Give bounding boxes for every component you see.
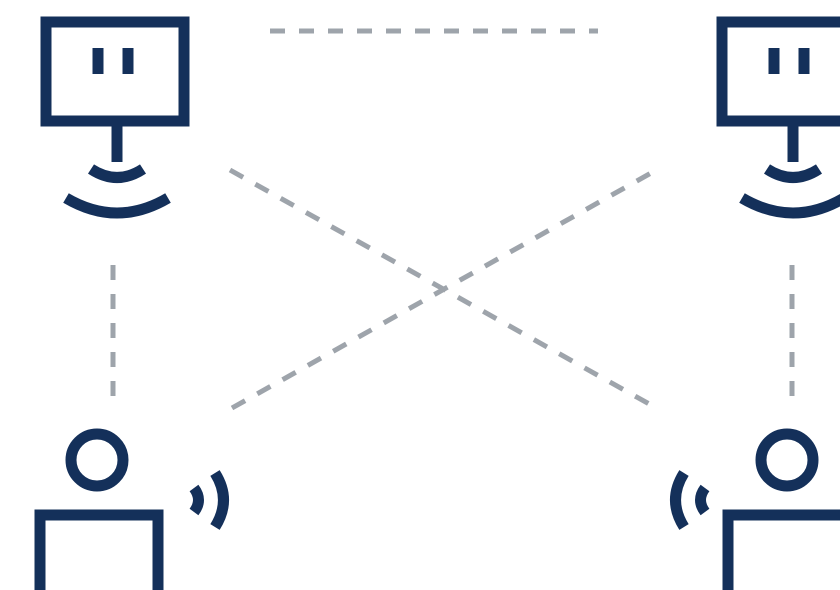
terminal-broadcast-icon bbox=[40, 16, 190, 219]
person-shoulders bbox=[34, 509, 164, 590]
monitor-screen bbox=[40, 16, 190, 127]
signal-wave-outer bbox=[63, 193, 171, 219]
person-head bbox=[755, 428, 819, 492]
signal-wave-inner bbox=[763, 164, 823, 183]
speech-wave-inner bbox=[189, 484, 204, 516]
monitor-screen bbox=[716, 16, 840, 127]
signal-wave-outer bbox=[739, 193, 840, 219]
signal-wave-inner bbox=[87, 164, 147, 183]
person-shoulders bbox=[722, 509, 840, 590]
person-speaking-icon bbox=[670, 428, 840, 590]
connection-diagonal-up bbox=[230, 165, 662, 411]
speech-wave-outer bbox=[210, 470, 229, 530]
speech-wave-outer bbox=[670, 470, 689, 530]
speech-wave-inner bbox=[695, 484, 710, 516]
person-head bbox=[65, 428, 129, 492]
terminal-broadcast-icon bbox=[716, 16, 840, 219]
connections bbox=[110, 28, 795, 413]
person-speaking-icon bbox=[34, 428, 229, 590]
